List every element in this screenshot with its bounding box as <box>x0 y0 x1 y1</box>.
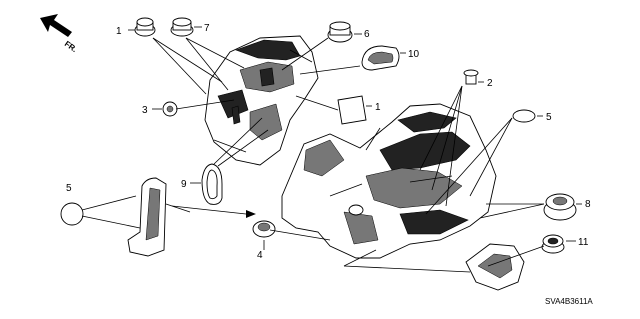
callout-4: 4 <box>257 250 263 261</box>
callout-1: 1 <box>375 102 381 113</box>
callout-3: 3 <box>142 105 148 116</box>
front-direction-arrow: FR. <box>40 14 79 54</box>
grommet-8 <box>543 193 582 221</box>
callout-7: 7 <box>204 23 210 34</box>
callout-6-right: 6 <box>364 29 370 40</box>
insulator-pad <box>127 177 191 257</box>
grommet-6-right <box>327 21 362 43</box>
cap-3 <box>152 101 178 117</box>
callout-8: 8 <box>585 199 591 210</box>
front-direction-label: FR. <box>63 39 79 54</box>
grommet-6-left <box>128 17 156 37</box>
callout-6-left: 1 <box>116 26 122 37</box>
diagram-code: SVA4B3611A <box>545 297 593 306</box>
weatherstrip-9 <box>190 163 223 205</box>
leader-lines <box>81 37 545 273</box>
callout-10: 10 <box>408 49 420 60</box>
cap-4 <box>252 220 276 238</box>
callout-9: 9 <box>181 179 187 190</box>
rear-inner-panel <box>204 35 319 166</box>
grommet-7 <box>170 17 202 37</box>
seal-1 <box>337 95 372 125</box>
lower-bracket <box>465 243 525 291</box>
plug-10 <box>361 45 406 71</box>
grommet-11 <box>541 234 576 254</box>
rear-body-assembly <box>281 103 497 259</box>
seal-5-right <box>512 109 543 123</box>
callout-5-left: 5 <box>66 183 72 194</box>
clip-2 <box>463 69 484 85</box>
callout-2: 2 <box>487 78 493 89</box>
callout-5-right: 5 <box>546 112 552 123</box>
seal-5-left <box>60 202 84 226</box>
callout-11: 11 <box>578 237 589 248</box>
